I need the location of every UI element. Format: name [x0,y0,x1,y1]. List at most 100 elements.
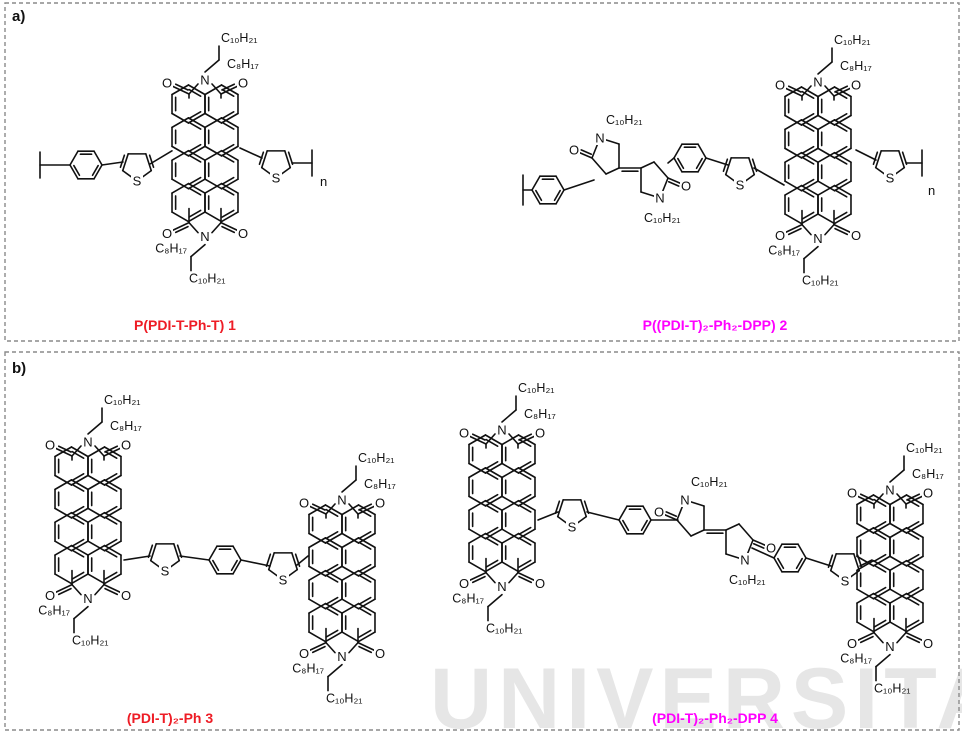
bond [856,592,875,604]
bond [824,223,835,236]
bond [800,86,819,98]
bond [204,112,223,124]
bond [834,189,848,198]
bond [221,209,235,218]
oxygen-atom: O [375,496,385,511]
bond [817,147,836,159]
sulfur-atom: S [161,564,170,579]
bond [667,157,675,164]
bond [325,574,339,583]
bond [471,433,486,441]
bond [87,511,106,524]
nitrogen-atom-mask [496,579,508,594]
bond [801,112,815,122]
bond [518,460,532,470]
bond [752,542,765,549]
bond [872,588,891,600]
bond [856,631,875,642]
bond [190,243,206,258]
bond [358,503,373,511]
bond [834,90,848,100]
oxygen-atom-mask [458,426,470,440]
decyl-chain-label: C₁₀H₂₁ [358,451,395,465]
oxygen-atom-mask [653,505,665,519]
nitrogen-atom-mask [812,75,824,89]
bond [501,462,520,474]
bond [906,597,920,606]
bond [833,147,852,159]
bond [873,520,887,530]
nitrogen-atom: N [740,553,749,568]
bond [485,471,499,480]
oxygen-atom: O [535,576,545,591]
bond [324,537,343,549]
bond [801,223,812,236]
bond [260,150,268,169]
sulfur-atom: S [841,574,850,589]
bond [485,433,496,445]
bond [873,631,884,644]
nitrogen-atom: N [83,435,92,450]
bond [171,149,190,162]
bond [188,154,202,163]
oxygen-atom-mask [237,76,249,90]
bond [906,531,920,540]
bond [640,161,655,169]
bond [905,522,924,534]
bond [518,537,532,546]
oxygen-atom: O [766,541,776,556]
bond [724,157,732,176]
bond [468,462,487,474]
bond [179,555,210,561]
bond [291,552,299,571]
bond [308,641,327,652]
bond [70,474,89,486]
bond [341,598,360,610]
bond [91,164,99,177]
sulfur-atom-mask [884,171,896,185]
bond [103,573,122,585]
nitrogen-atom: N [885,639,894,654]
bond [905,621,924,633]
bond [220,112,239,124]
bond [873,586,887,595]
bond [800,114,819,126]
octyl-chain-label: C₈H₁₇ [292,662,324,676]
oxygen-atom: O [535,426,545,441]
decyl-chain-label: C₁₀H₂₁ [834,33,871,47]
nitrogen-atom-mask [884,483,896,497]
bond [834,145,848,155]
bond [308,505,327,515]
bond [508,571,519,584]
bond [501,495,520,507]
bond [87,540,106,552]
bond [104,505,118,515]
bond [103,583,122,594]
bond [642,505,652,521]
bond [188,121,202,130]
decyl-chain-label: C₁₀H₂₁ [644,211,681,225]
bond [906,586,920,595]
bond [358,530,372,540]
bond [580,499,588,518]
oxygen-atom-mask [161,76,173,90]
bond [221,110,235,120]
bond [690,529,705,537]
bond [87,507,106,519]
bond [171,221,190,232]
bond [220,85,239,95]
decyl-chain-label: C₁₀H₂₁ [729,573,766,587]
bond [71,445,82,457]
bond [187,117,206,129]
bond [171,178,190,190]
bond [889,469,905,483]
nitrogen-atom: N [655,191,664,206]
oxygen-atom-mask [774,78,786,92]
bond [70,446,89,458]
bond [640,519,648,532]
caption-compound-3: (PDI-T)₂-Ph 3 [127,710,214,726]
decyl-chain-label: C₁₀H₂₁ [874,682,911,696]
nitrogen-atom: N [337,493,346,508]
bond [518,438,532,448]
panel-b-label: b) [12,360,26,377]
